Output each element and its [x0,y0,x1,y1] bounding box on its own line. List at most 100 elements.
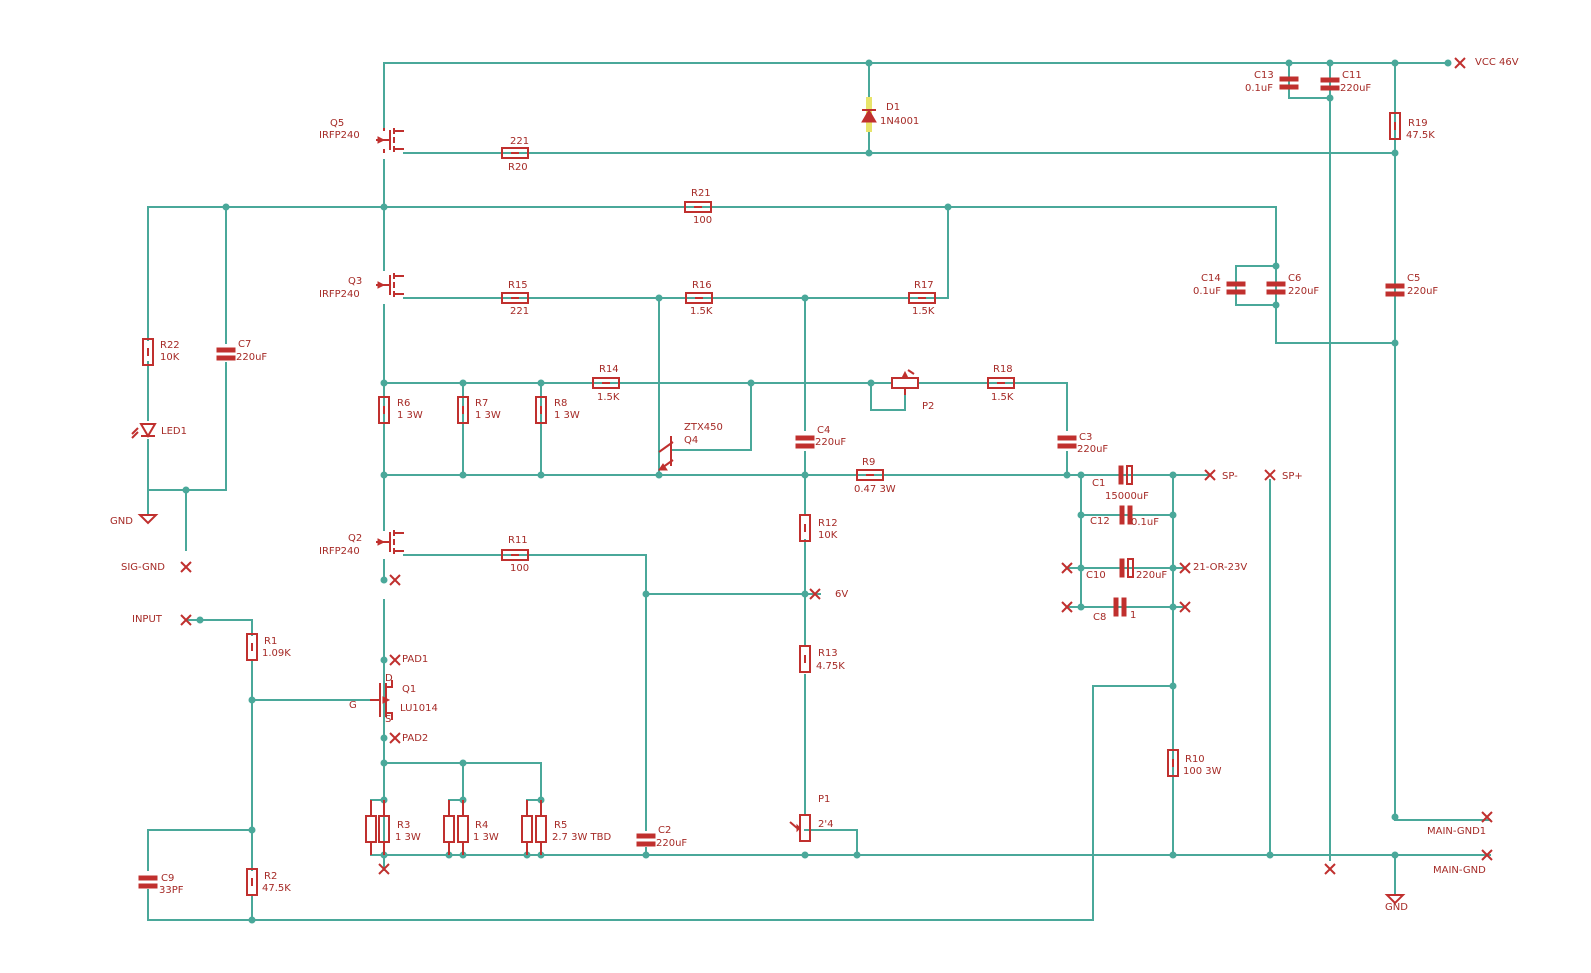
capacitors[interactable] [138,76,1405,889]
resistor-r11 [501,549,529,561]
label-pad2: PAD2 [402,733,428,744]
label-c12-value: 0.1uF [1131,517,1159,528]
label-c4-value: 220uF [815,437,846,448]
label-r11: R11 [508,535,528,546]
label-c9-value: 33PF [159,885,184,896]
component-labels: VCC 46V C13 0.1uF C11 220uF D1 1N4001 R1… [110,57,1519,913]
capacitor-c1 [1118,465,1133,485]
label-q3: Q3 [348,276,362,287]
label-c5: C5 [1407,273,1420,284]
label-q5: Q5 [330,118,344,129]
resistor-r15 [501,292,529,304]
label-r13: R13 [818,648,838,659]
label-r2: R2 [264,871,277,882]
label-q4: Q4 [684,435,698,446]
resistor-r9 [856,469,884,481]
label-r10: R10 [1185,754,1205,765]
label-c5-value: 220uF [1407,286,1438,297]
label-gnd-1: GND [110,516,133,527]
label-r14-value: 1.5K [597,392,620,403]
label-r3: R3 [397,820,410,831]
label-r15-value: 221 [510,306,529,317]
resistor-r6 [378,396,390,424]
semiconductors[interactable] [131,97,919,842]
mosfet-q2 [376,530,404,554]
label-sig-gnd: SIG-GND [121,562,165,573]
label-c13-value: 0.1uF [1245,83,1273,94]
label-c7: C7 [238,339,251,350]
connector-marks[interactable] [180,57,1493,875]
capacitor-c13 [1279,76,1299,90]
label-r12-value: 10K [818,530,838,541]
label-q4-value: ZTX450 [684,422,723,433]
resistors[interactable] [142,112,1401,896]
label-r9-value: 0.47 3W [854,484,896,495]
capacitor-c12 [1119,505,1133,525]
capacitor-c9 [138,875,158,889]
label-r9: R9 [862,457,875,468]
resistor-r1 [246,633,258,661]
label-c12: C12 [1090,516,1110,527]
label-pin-s: S [385,714,391,725]
resistor-r2 [246,868,258,896]
label-q3-value: IRFP240 [319,289,360,300]
resistor-r20 [501,147,529,159]
label-r16: R16 [692,280,712,291]
label-r19: R19 [1408,118,1428,129]
label-r18: R18 [993,364,1013,375]
label-r22-value: 10K [160,352,180,363]
capacitor-c11 [1320,77,1340,91]
label-pin-d: D [385,673,393,684]
capacitor-c7 [216,347,236,361]
label-c7-value: 220uF [236,352,267,363]
label-c9: C9 [161,873,174,884]
mosfet-q3 [376,273,404,297]
label-r14: R14 [599,364,619,375]
resistor-r17 [908,292,936,304]
label-c14: C14 [1201,273,1221,284]
resistor-r10 [1167,749,1179,777]
label-r22: R22 [160,340,180,351]
capacitor-c2 [636,833,656,847]
label-gnd-2: GND [1385,902,1408,913]
label-r4-value: 1 3W [473,832,499,843]
label-c2: C2 [658,825,671,836]
label-c6: C6 [1288,273,1301,284]
label-r4: R4 [475,820,488,831]
label-r3-value: 1 3W [395,832,421,843]
capacitor-c3 [1057,435,1077,449]
label-r8: R8 [554,398,567,409]
label-main-gnd1: MAIN-GND1 [1427,826,1486,837]
label-21-or-23v: 21-OR-23V [1193,562,1247,573]
label-d1-value: 1N4001 [880,116,919,127]
label-q2-value: IRFP240 [319,546,360,557]
label-led1: LED1 [161,426,187,437]
label-p1-pin-2-4: 2'4 [818,819,833,830]
label-sp-plus: SP+ [1282,471,1303,482]
resistor-r5 [521,800,547,855]
ground-symbols [137,514,1406,905]
label-p1: P1 [818,794,830,805]
label-c8-value: 1 [1130,610,1136,621]
label-r19-value: 47.5K [1406,130,1435,141]
label-r16-value: 1.5K [690,306,713,317]
label-c11-value: 220uF [1340,83,1371,94]
label-q1-value: LU1014 [400,703,438,714]
label-r20: R20 [508,162,528,173]
diode-d1 [861,97,877,132]
wires [147,62,1491,921]
label-r12: R12 [818,518,838,529]
led-led1 [131,423,157,439]
label-c1: C1 [1092,478,1105,489]
label-r8-value: 1 3W [554,410,580,421]
capacitor-c10 [1119,558,1134,578]
resistor-r7 [457,396,469,424]
label-c2-value: 220uF [656,838,687,849]
label-main-gnd: MAIN-GND [1433,865,1486,876]
label-r17: R17 [914,280,934,291]
label-q1: Q1 [402,684,416,695]
label-c6-value: 220uF [1288,286,1319,297]
resistor-r3 [365,800,390,855]
resistor-r12 [799,514,811,542]
